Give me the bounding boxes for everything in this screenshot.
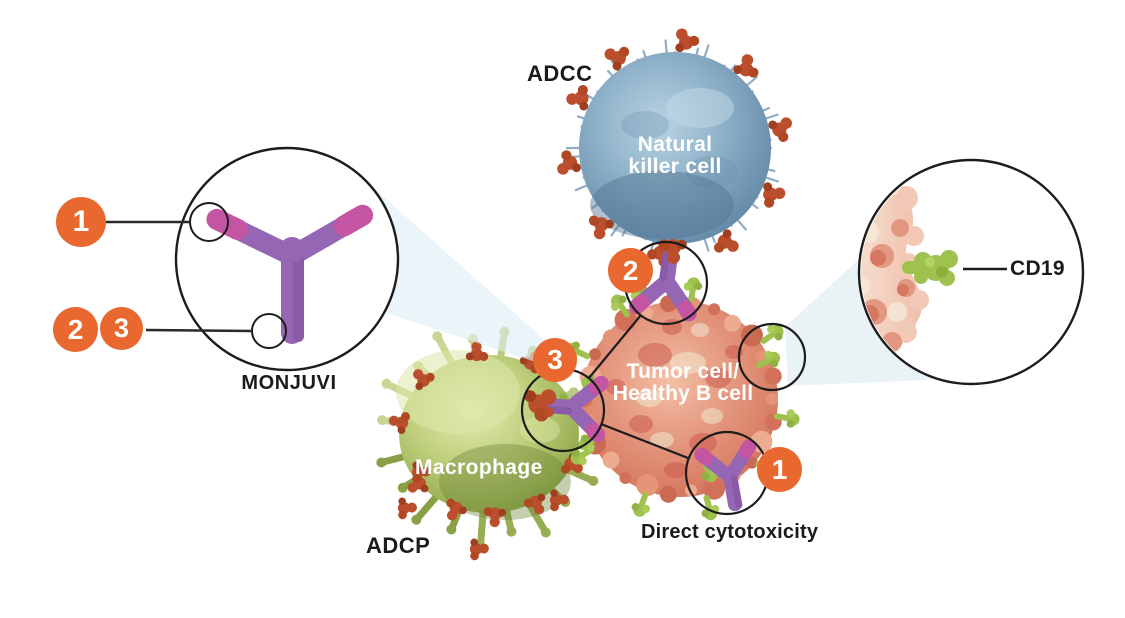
nk-texture	[621, 111, 669, 139]
adcc-label: ADCC	[527, 61, 593, 86]
tumor-cell-label: Tumor cell/ Healthy B cell	[588, 361, 778, 405]
magnifier-beam-left	[368, 183, 556, 368]
tumor-label-line1: Tumor cell/	[626, 360, 740, 383]
nk-texture	[686, 156, 738, 188]
natural-killer-cell-label: Natural killer cell	[595, 134, 755, 178]
natural-killer-cell	[557, 28, 792, 268]
nk-label-line1: Natural	[637, 133, 713, 156]
nk-bottom-shade	[590, 171, 734, 239]
step-2-marker-adcc: 2	[608, 248, 653, 293]
cd19-protein	[902, 250, 958, 286]
macrophage-receptors	[388, 341, 583, 561]
tumor-cell	[555, 277, 800, 521]
macrophage-grip-receptor	[524, 389, 557, 422]
tumor-surface-spots	[606, 319, 743, 478]
tumor-label-line2: Healthy B cell	[612, 382, 754, 405]
monjuvi-magnifier	[106, 146, 400, 372]
adcp-label: ADCP	[366, 533, 431, 558]
callout-line	[588, 314, 642, 379]
step-1-marker-direct: 1	[757, 447, 802, 492]
cd19-magnifier	[857, 158, 1085, 386]
nk-label-line2: killer cell	[628, 155, 722, 178]
step-3-marker-legend: 3	[100, 307, 143, 350]
cd19-label: CD19	[1010, 257, 1065, 280]
marker-23-line	[145, 328, 253, 333]
direct-cytotoxicity-label: Direct cytotoxicity	[641, 521, 819, 543]
step-2-marker-legend: 2	[53, 307, 98, 352]
macrophage-texture	[520, 417, 560, 443]
callout-line	[600, 422, 689, 460]
nk-highlight	[666, 88, 734, 128]
callout-circle-cd19-source	[737, 322, 807, 392]
monjuvi-label: MONJUVI	[241, 372, 337, 394]
macrophage-highlight	[396, 350, 520, 434]
macrophage-label: Macrophage	[415, 456, 543, 479]
step-1-marker-legend: 1	[56, 197, 106, 247]
monjuvi-antibody-large	[206, 204, 374, 344]
step-3-marker-adcp: 3	[533, 338, 577, 382]
